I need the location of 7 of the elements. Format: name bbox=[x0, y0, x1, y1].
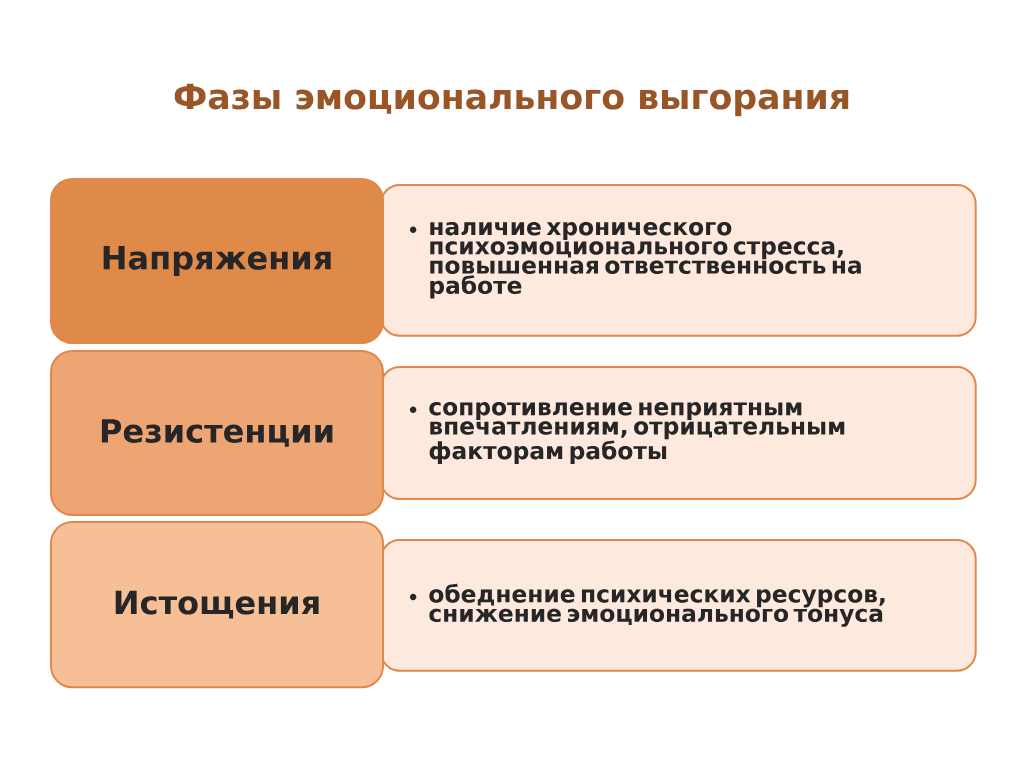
title: Фазы эмоционального выгорания bbox=[174, 83, 849, 117]
description-box: наличие хронического психоэмоционального стресса, повышенная ответственность на работе bbox=[380, 184, 977, 337]
phase-box: Резистенции bbox=[50, 350, 384, 516]
description-box: сопротивление неприятным впечатлениям, отрицательным факторам работы bbox=[380, 366, 977, 500]
phase-box: Напряжения bbox=[50, 178, 384, 344]
description-box: обеднение психических ресурсов, снижение эмоционального тонуса bbox=[380, 539, 977, 672]
phase-box: Истощения bbox=[50, 521, 384, 689]
